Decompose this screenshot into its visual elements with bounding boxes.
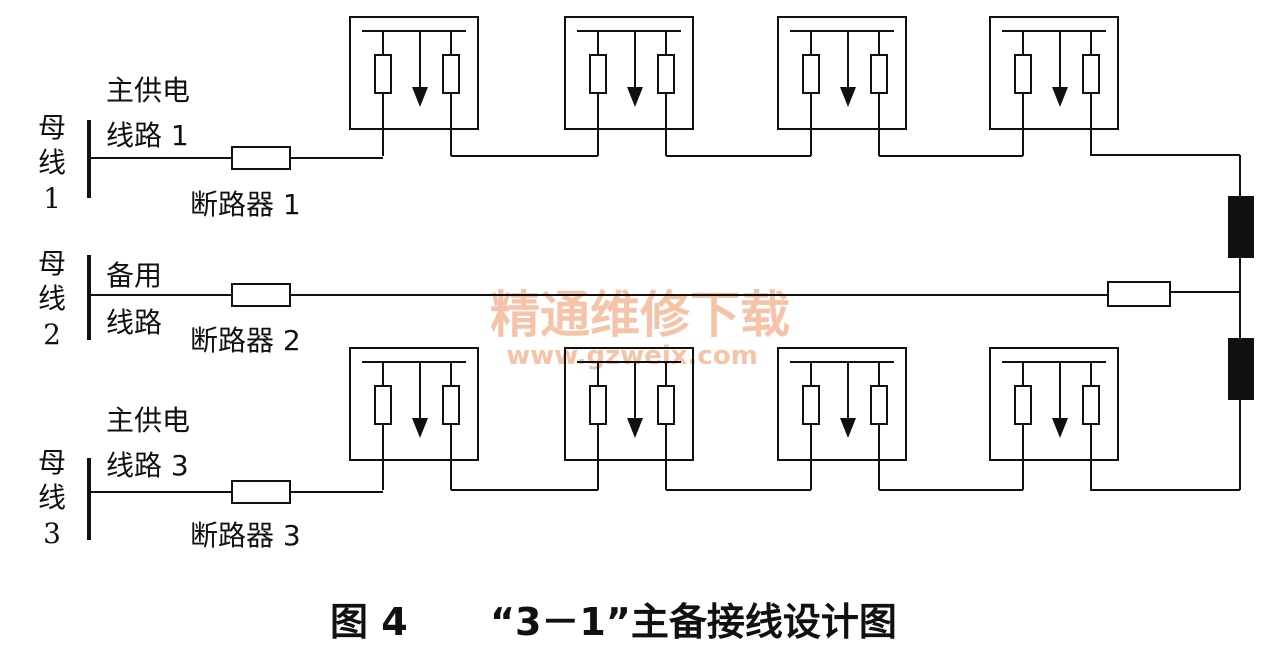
top-row-unit-4 — [989, 16, 1119, 156]
unit-switch-right — [870, 385, 888, 425]
unit-switch-left — [1014, 385, 1032, 425]
bus-label-3-char-1: 母 — [38, 446, 66, 479]
caption-figure-number: 图 4 — [330, 600, 408, 644]
unit-frame — [777, 347, 907, 461]
caption-title: “3－1”主备接线设计图 — [490, 600, 897, 644]
bus-label-2-char-2: 线 — [38, 282, 66, 315]
bus-label-3-char-3: 3 — [43, 517, 61, 550]
unit-frame — [564, 16, 694, 130]
load-arrow-icon — [1052, 418, 1068, 438]
unit-switch-right — [442, 54, 460, 94]
unit-switch-left — [1014, 54, 1032, 94]
isolator-top — [1228, 196, 1254, 258]
load-arrow-icon — [627, 418, 643, 438]
unit-switch-right — [1082, 385, 1100, 425]
bus-label-1-char-3: 1 — [43, 182, 61, 215]
unit-frame — [564, 347, 694, 461]
top-row-unit-3 — [777, 16, 907, 156]
unit-frame — [349, 16, 479, 130]
bus-label-3: 母 线 3 — [38, 446, 66, 550]
load-arrow-icon — [627, 87, 643, 107]
breaker-3 — [231, 480, 291, 504]
line-label-3-bottom: 线路 3 — [106, 449, 189, 482]
ring-main-units-top — [349, 16, 1119, 157]
ring-main-units-bottom — [349, 347, 1119, 491]
isolator-bottom — [1228, 338, 1254, 400]
unit-switch-left — [802, 54, 820, 94]
unit-frame — [349, 347, 479, 461]
load-arrow-icon — [412, 418, 428, 438]
top-row-unit-2 — [564, 16, 694, 156]
bottom-row-unit-4 — [989, 347, 1119, 490]
load-arrow-icon — [412, 87, 428, 107]
breaker-1 — [231, 146, 291, 170]
watermark-url: www.gzweix.com — [506, 341, 758, 371]
unit-switch-right — [657, 385, 675, 425]
unit-frame — [777, 16, 907, 130]
bottom-row-unit-2 — [564, 347, 694, 490]
unit-switch-left — [374, 54, 392, 94]
bus-label-3-char-2: 线 — [38, 481, 66, 514]
unit-switch-left — [589, 54, 607, 94]
unit-switch-left — [802, 385, 820, 425]
bus-label-2-char-3: 2 — [43, 318, 61, 351]
unit-frame — [989, 16, 1119, 130]
top-row-unit-1 — [349, 16, 479, 156]
line-label-1-bottom: 线路 1 — [106, 119, 189, 152]
breaker-label-2: 断路器 2 — [190, 324, 301, 357]
breaker-label-1: 断路器 1 — [190, 188, 301, 221]
load-arrow-icon — [840, 418, 856, 438]
figure-caption: 图 4 “3－1”主备接线设计图 — [330, 600, 897, 644]
unit-switch-right — [657, 54, 675, 94]
breaker-label-3: 断路器 3 — [190, 519, 301, 552]
bottom-row-unit-1 — [349, 347, 479, 490]
unit-switch-right — [442, 385, 460, 425]
bus-label-1-char-1: 母 — [38, 111, 66, 144]
breaker-2 — [231, 283, 291, 307]
line-label-1-top: 主供电 — [106, 74, 190, 107]
bus-label-1-char-2: 线 — [38, 146, 66, 179]
line-label-3-top: 主供电 — [106, 404, 190, 437]
load-arrow-icon — [840, 87, 856, 107]
bottom-row-unit-3 — [777, 347, 907, 490]
unit-switch-left — [589, 385, 607, 425]
line-label-2-bottom: 线路 — [106, 306, 162, 339]
line-label-2-top: 备用 — [106, 259, 162, 292]
unit-switch-right — [870, 54, 888, 94]
load-arrow-icon — [1052, 87, 1068, 107]
unit-frame — [989, 347, 1119, 461]
breaker-tie — [1107, 281, 1171, 307]
bus-label-2-char-1: 母 — [38, 247, 66, 280]
unit-switch-right — [1082, 54, 1100, 94]
watermark: 精通维修下载 www.gzweix.com — [490, 286, 790, 371]
unit-switch-left — [374, 385, 392, 425]
bus-label-1: 母 线 1 — [38, 111, 66, 215]
bus-label-2: 母 线 2 — [38, 247, 66, 351]
